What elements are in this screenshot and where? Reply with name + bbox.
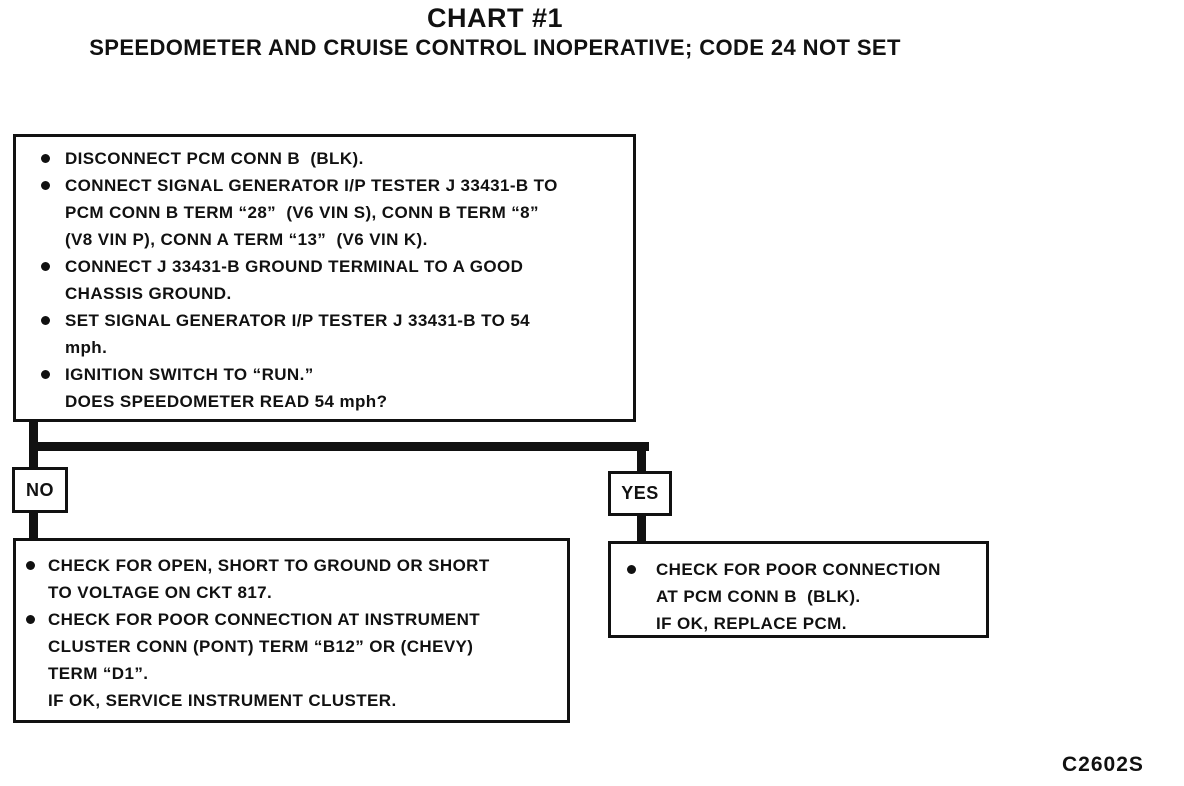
action-text: IF OK, SERVICE INSTRUMENT CLUSTER. <box>48 691 397 710</box>
checklist-item: SET SIGNAL GENERATOR I/P TESTER J 33431-… <box>41 307 625 361</box>
procedure-text: DISCONNECT PCM CONN B (BLK). <box>65 149 364 168</box>
action-text: CHECK FOR POOR CONNECTION <box>656 560 941 579</box>
bullet-icon <box>26 615 35 624</box>
procedure-text: PCM CONN B TERM “28” (V6 VIN S), CONN B … <box>65 203 539 222</box>
procedure-box: DISCONNECT PCM CONN B (BLK). CONNECT SIG… <box>13 134 636 422</box>
bullet-icon <box>41 262 50 271</box>
bullet-icon <box>41 316 50 325</box>
checklist-item: IGNITION SWITCH TO “RUN.” DOES SPEEDOMET… <box>41 361 625 415</box>
figure-code: C2602S <box>1062 753 1144 776</box>
bullet-icon <box>41 154 50 163</box>
connector-bar-to-yes <box>637 442 646 473</box>
yes-decision-box: YES <box>608 471 672 516</box>
yes-label: YES <box>621 483 659 503</box>
action-text: IF OK, REPLACE PCM. <box>656 614 847 633</box>
bullet-icon <box>41 370 50 379</box>
connector-no-to-action <box>29 511 38 539</box>
procedure-text: CHASSIS GROUND. <box>65 284 232 303</box>
checklist-item: CONNECT SIGNAL GENERATOR I/P TESTER J 33… <box>41 172 625 253</box>
checklist-item: CHECK FOR POOR CONNECTION AT PCM CONN B … <box>627 556 980 637</box>
yes-action-box: CHECK FOR POOR CONNECTION AT PCM CONN B … <box>608 541 989 638</box>
action-text: TO VOLTAGE ON CKT 817. <box>48 583 273 602</box>
procedure-question: DOES SPEEDOMETER READ 54 mph? <box>65 392 388 411</box>
connector-branch-bar <box>29 442 649 451</box>
action-text: CLUSTER CONN (PONT) TERM “B12” OR (CHEVY… <box>48 637 474 656</box>
checklist-item: CONNECT J 33431-B GROUND TERMINAL TO A G… <box>41 253 625 307</box>
connector-yes-to-action <box>637 514 646 542</box>
procedure-text: mph. <box>65 338 108 357</box>
bullet-icon <box>627 565 636 574</box>
bullet-icon <box>26 561 35 570</box>
checklist-item: DISCONNECT PCM CONN B (BLK). <box>41 145 625 172</box>
action-text: AT PCM CONN B (BLK). <box>656 587 861 606</box>
no-decision-box: NO <box>12 467 68 513</box>
action-text: TERM “D1”. <box>48 664 149 683</box>
chart-title: CHART #1 <box>426 3 564 33</box>
procedure-text: IGNITION SWITCH TO “RUN.” <box>65 365 314 384</box>
checklist-item: CHECK FOR POOR CONNECTION AT INSTRUMENT … <box>26 606 561 714</box>
no-action-box: CHECK FOR OPEN, SHORT TO GROUND OR SHORT… <box>13 538 570 723</box>
chart-header: CHART #1 SPEEDOMETER AND CRUISE CONTROL … <box>30 3 960 62</box>
no-label: NO <box>26 479 54 500</box>
bullet-icon <box>41 181 50 190</box>
chart-subtitle: SPEEDOMETER AND CRUISE CONTROL INOPERATI… <box>89 35 901 60</box>
action-text: CHECK FOR OPEN, SHORT TO GROUND OR SHORT <box>48 556 490 575</box>
procedure-text: SET SIGNAL GENERATOR I/P TESTER J 33431-… <box>65 311 531 330</box>
action-text: CHECK FOR POOR CONNECTION AT INSTRUMENT <box>48 610 481 629</box>
procedure-text: CONNECT SIGNAL GENERATOR I/P TESTER J 33… <box>65 176 558 195</box>
procedure-text: (V8 VIN P), CONN A TERM “13” (V6 VIN K). <box>65 230 428 249</box>
procedure-text: CONNECT J 33431-B GROUND TERMINAL TO A G… <box>65 257 524 276</box>
checklist-item: CHECK FOR OPEN, SHORT TO GROUND OR SHORT… <box>26 552 561 606</box>
